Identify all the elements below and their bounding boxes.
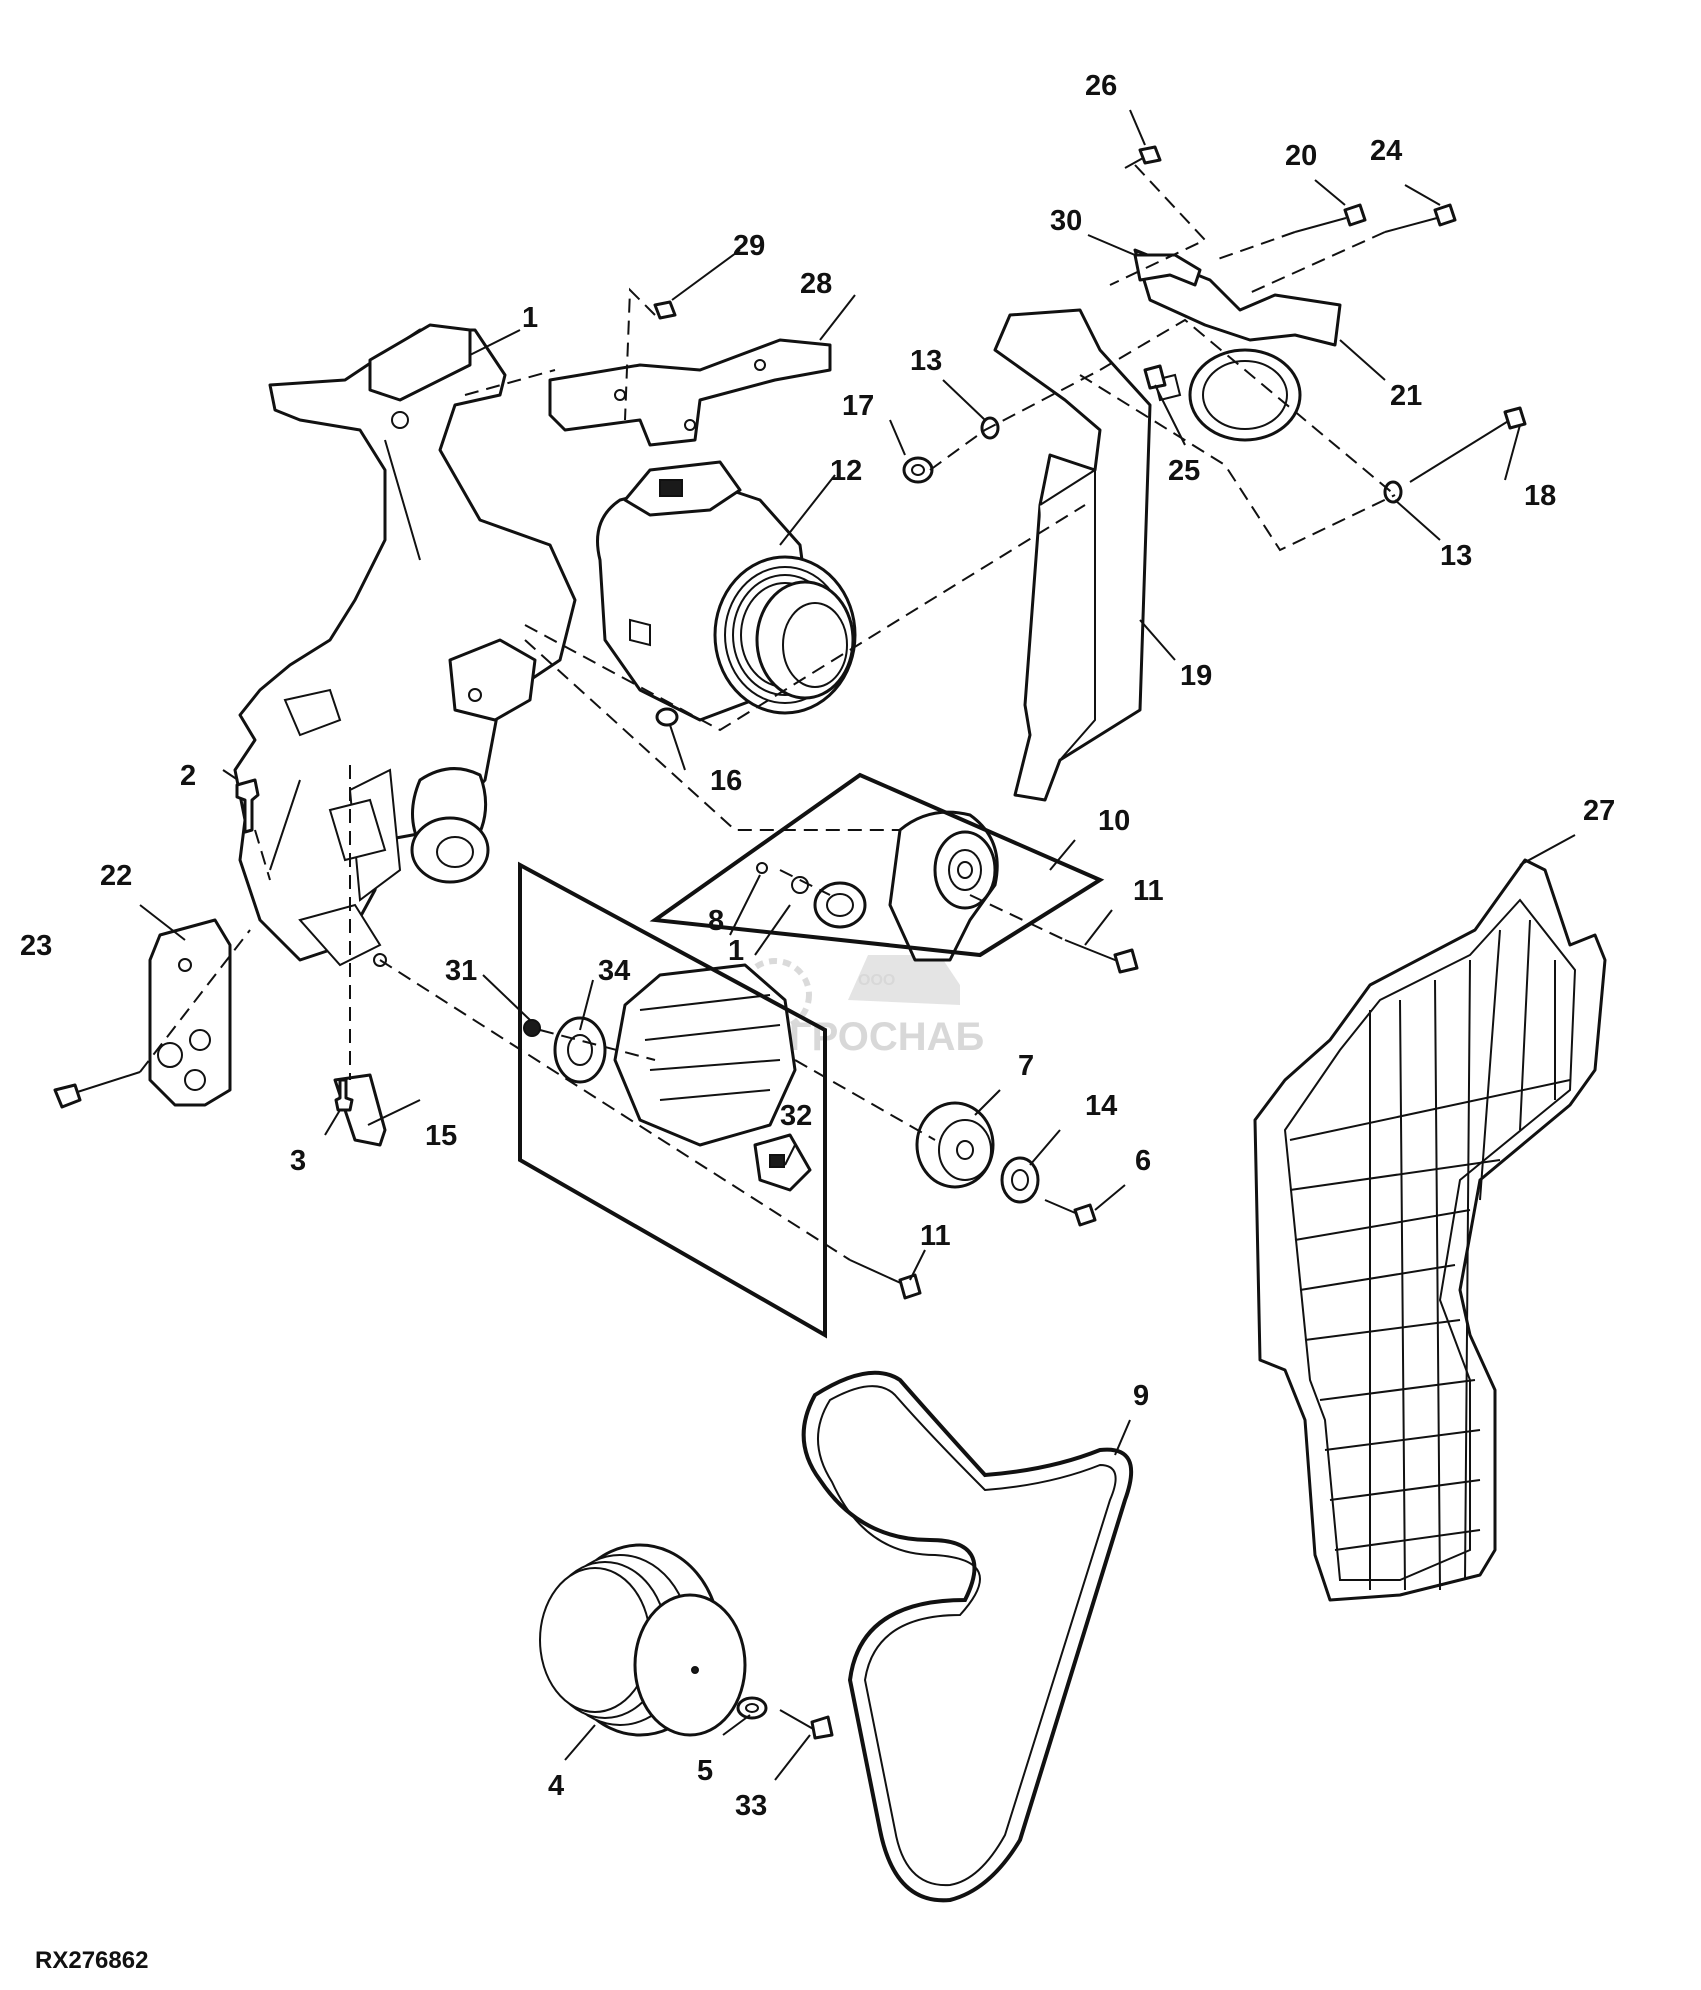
callout-2: 2 xyxy=(180,760,196,792)
callout-34: 34 xyxy=(598,955,630,987)
callout-9: 9 xyxy=(1133,1380,1149,1412)
ac-compressor xyxy=(596,460,857,722)
callout-25: 25 xyxy=(1168,455,1200,487)
callout-22: 22 xyxy=(100,860,132,892)
idler-pulley xyxy=(915,1101,1040,1204)
callout-21: 21 xyxy=(1390,380,1422,412)
crank-pulley xyxy=(539,1543,768,1737)
callout-13-lower: 13 xyxy=(1440,540,1472,572)
watermark-brand: АГРОСНАБ xyxy=(760,1015,984,1059)
callout-6: 6 xyxy=(1135,1145,1151,1177)
figure-id: RX276862 xyxy=(35,1947,148,1974)
callout-27: 27 xyxy=(1583,795,1615,827)
callouts: 1 2 3 4 5 6 7 8 9 10 11 12 13 14 15 16 1… xyxy=(20,70,1615,1822)
callout-31: 31 xyxy=(445,955,477,987)
reference-frames xyxy=(518,772,1105,1339)
callout-13: 13 xyxy=(910,345,942,377)
spacer-block xyxy=(148,918,232,1107)
serpentine-belt xyxy=(801,1370,1134,1903)
callout-17: 17 xyxy=(842,390,874,422)
callout-29: 29 xyxy=(733,230,765,262)
tensioner-assembly xyxy=(756,810,999,962)
callout-28: 28 xyxy=(800,268,832,300)
callout-15: 15 xyxy=(425,1120,457,1152)
callout-11: 11 xyxy=(1133,875,1164,907)
callout-10: 10 xyxy=(1098,805,1130,837)
leader-lines xyxy=(139,109,1576,1781)
grille-shield xyxy=(1253,858,1607,1602)
callout-32: 32 xyxy=(780,1100,812,1132)
callout-3: 3 xyxy=(290,1145,306,1177)
duct-shroud xyxy=(993,308,1152,802)
callout-5: 5 xyxy=(697,1755,713,1787)
watermark-prefix: ООО xyxy=(858,972,895,989)
callout-11-alternator: 11 xyxy=(920,1220,951,1252)
callout-12: 12 xyxy=(830,455,862,487)
watermark: ООО АГРОСНАБ xyxy=(738,955,984,1059)
alignment-lines xyxy=(139,164,1396,1261)
fasteners xyxy=(53,145,1527,1740)
callout-18: 18 xyxy=(1524,480,1556,512)
strap-clamp xyxy=(1133,248,1342,442)
callout-4: 4 xyxy=(548,1770,564,1802)
callout-24: 24 xyxy=(1370,135,1402,167)
callout-33: 33 xyxy=(735,1790,767,1822)
callout-14: 14 xyxy=(1085,1090,1117,1122)
callout-26: 26 xyxy=(1085,70,1117,102)
callout-19: 19 xyxy=(1180,660,1212,692)
callout-1: 1 xyxy=(522,302,538,334)
callout-16: 16 xyxy=(710,765,742,797)
callout-30: 30 xyxy=(1050,205,1082,237)
callout-7: 7 xyxy=(1018,1050,1034,1082)
alternator xyxy=(523,963,812,1192)
support-bracket xyxy=(548,338,832,447)
callout-1-tensioner: 1 xyxy=(728,935,744,967)
callout-8: 8 xyxy=(708,905,724,937)
main-bracket xyxy=(233,323,577,967)
callout-20: 20 xyxy=(1285,140,1317,172)
callout-23: 23 xyxy=(20,930,52,962)
